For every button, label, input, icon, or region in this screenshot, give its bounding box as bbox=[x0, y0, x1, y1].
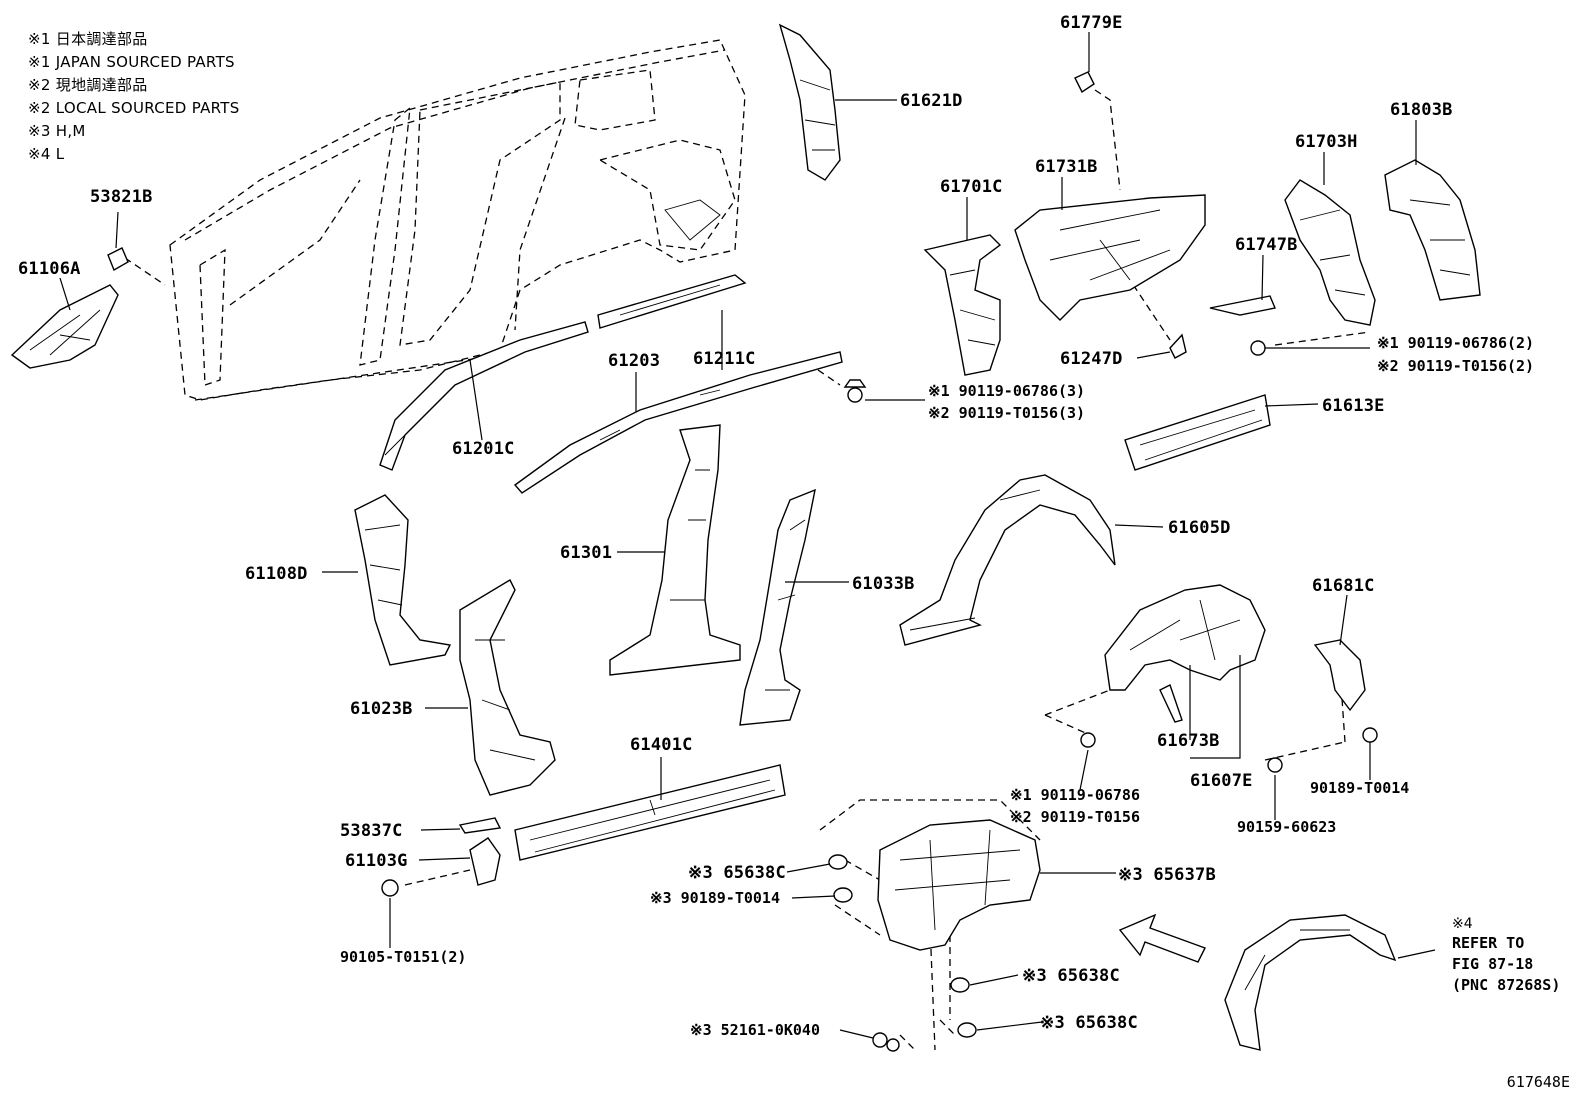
label-61607E: 61607E bbox=[1190, 771, 1253, 791]
label-61681C: 61681C bbox=[1312, 576, 1375, 596]
label-bolt-b-local: ※2 90119-T0156(2) bbox=[1377, 357, 1534, 375]
part-61613E[interactable] bbox=[1124, 394, 1271, 471]
part-61673B[interactable] bbox=[1159, 684, 1183, 723]
label-61701C: 61701C bbox=[940, 177, 1003, 197]
bolt-icon[interactable] bbox=[1250, 340, 1266, 356]
label-65638C-upper: ※3 65638C bbox=[688, 863, 786, 883]
label-61613E: 61613E bbox=[1322, 396, 1385, 416]
clip-icon[interactable] bbox=[1362, 727, 1378, 743]
part-53837C[interactable] bbox=[458, 817, 502, 834]
part-61203[interactable] bbox=[513, 351, 843, 494]
part-61247D[interactable] bbox=[1169, 333, 1187, 359]
label-65637B: ※3 65637B bbox=[1118, 865, 1216, 885]
legend-line-4: ※2 LOCAL SOURCED PARTS bbox=[28, 99, 240, 117]
label-bolt-a-jp: ※1 90119-06786(3) bbox=[928, 382, 1085, 400]
label-61201C: 61201C bbox=[452, 439, 515, 459]
legend-line-2: ※1 JAPAN SOURCED PARTS bbox=[28, 53, 235, 71]
label-bolt-c-local: ※2 90119-T0156 bbox=[1010, 808, 1140, 826]
label-61401C: 61401C bbox=[630, 735, 693, 755]
label-61108D: 61108D bbox=[245, 564, 308, 584]
label-61747B: 61747B bbox=[1235, 235, 1298, 255]
part-61033B[interactable] bbox=[739, 488, 816, 726]
label-90105-T0151: 90105-T0151(2) bbox=[340, 948, 466, 966]
part-61779E[interactable] bbox=[1074, 71, 1095, 94]
label-90189-T0014-left: ※3 90189-T0014 bbox=[650, 889, 780, 907]
label-61247D: 61247D bbox=[1060, 349, 1123, 369]
clip-icon[interactable] bbox=[833, 887, 853, 903]
label-90159-60623: 90159-60623 bbox=[1237, 818, 1336, 836]
part-61023B[interactable] bbox=[459, 579, 556, 796]
part-refer-liner[interactable] bbox=[1224, 914, 1397, 1051]
label-90189-T0014-right: 90189-T0014 bbox=[1310, 779, 1409, 797]
label-61803B: 61803B bbox=[1390, 100, 1453, 120]
refer-line-3: (PNC 87268S) bbox=[1452, 976, 1560, 994]
direction-arrow bbox=[1118, 913, 1206, 963]
part-65637B[interactable] bbox=[877, 819, 1041, 951]
refer-line-1: REFER TO bbox=[1452, 934, 1524, 952]
label-53837C: 53837C bbox=[340, 821, 403, 841]
label-61106A: 61106A bbox=[18, 259, 81, 279]
label-61211C: 61211C bbox=[693, 349, 756, 369]
part-61607E[interactable] bbox=[1104, 584, 1266, 691]
label-61203: 61203 bbox=[608, 351, 660, 371]
legend-line-5: ※3 H,M bbox=[28, 122, 86, 140]
part-53821B[interactable] bbox=[107, 247, 129, 272]
label-61301: 61301 bbox=[560, 543, 612, 563]
label-61621D: 61621D bbox=[900, 91, 963, 111]
body-side-outline bbox=[169, 39, 746, 401]
label-61703H: 61703H bbox=[1295, 132, 1358, 152]
part-61106A[interactable] bbox=[10, 284, 119, 369]
refer-mark: ※4 bbox=[1452, 916, 1473, 932]
legend: ※1 日本調達部品 ※1 JAPAN SOURCED PARTS ※2 現地調達… bbox=[28, 28, 240, 166]
part-61681C[interactable] bbox=[1313, 639, 1366, 712]
part-61803B[interactable] bbox=[1384, 159, 1481, 301]
screw-icon[interactable] bbox=[872, 1032, 900, 1052]
label-bolt-c-jp: ※1 90119-06786 bbox=[1010, 786, 1140, 804]
bolt-icon[interactable] bbox=[1080, 732, 1096, 748]
label-bolt-b-jp: ※1 90119-06786(2) bbox=[1377, 334, 1534, 352]
part-61301[interactable] bbox=[609, 424, 741, 676]
part-61103G[interactable] bbox=[469, 837, 501, 886]
part-61401C[interactable] bbox=[514, 764, 786, 861]
label-52161-0K040: ※3 52161-0K040 bbox=[690, 1021, 820, 1039]
bolt-icon[interactable] bbox=[1267, 757, 1283, 773]
bolt-icon[interactable] bbox=[381, 879, 399, 897]
legend-line-3: ※2 現地調達部品 bbox=[28, 76, 148, 94]
part-61605D[interactable] bbox=[899, 474, 1116, 646]
leader-lines bbox=[59, 32, 1436, 1039]
legend-line-1: ※1 日本調達部品 bbox=[28, 30, 148, 48]
label-61673B: 61673B bbox=[1157, 731, 1220, 751]
clip-icon[interactable] bbox=[828, 854, 848, 870]
part-61108D[interactable] bbox=[354, 494, 452, 666]
label-61779E: 61779E bbox=[1060, 13, 1123, 33]
part-61621D[interactable] bbox=[778, 23, 841, 181]
refer-line-2: FIG 87-18 bbox=[1452, 955, 1533, 973]
legend-line-6: ※4 L bbox=[28, 145, 65, 163]
clip-icon[interactable] bbox=[957, 1022, 977, 1038]
part-61201C[interactable] bbox=[379, 321, 589, 471]
label-61023B: 61023B bbox=[350, 699, 413, 719]
part-61211C[interactable] bbox=[597, 274, 747, 329]
label-65638C-middle: ※3 65638C bbox=[1022, 966, 1120, 986]
part-61747B[interactable] bbox=[1209, 295, 1276, 316]
clip-icon[interactable] bbox=[950, 977, 970, 993]
label-bolt-a-local: ※2 90119-T0156(3) bbox=[928, 404, 1085, 422]
label-65638C-lower: ※3 65638C bbox=[1040, 1013, 1138, 1033]
label-61103G: 61103G bbox=[345, 851, 408, 871]
part-61731B[interactable] bbox=[1014, 194, 1206, 321]
part-61701C[interactable] bbox=[923, 234, 1002, 376]
part-61703H[interactable] bbox=[1284, 179, 1376, 326]
label-61605D: 61605D bbox=[1168, 518, 1231, 538]
bolt-icon[interactable] bbox=[843, 379, 867, 403]
figure-id: 617648E bbox=[1506, 1073, 1570, 1091]
label-53821B: 53821B bbox=[90, 187, 153, 207]
label-61033B: 61033B bbox=[852, 574, 915, 594]
fasteners bbox=[381, 340, 1378, 1052]
label-61731B: 61731B bbox=[1035, 157, 1098, 177]
